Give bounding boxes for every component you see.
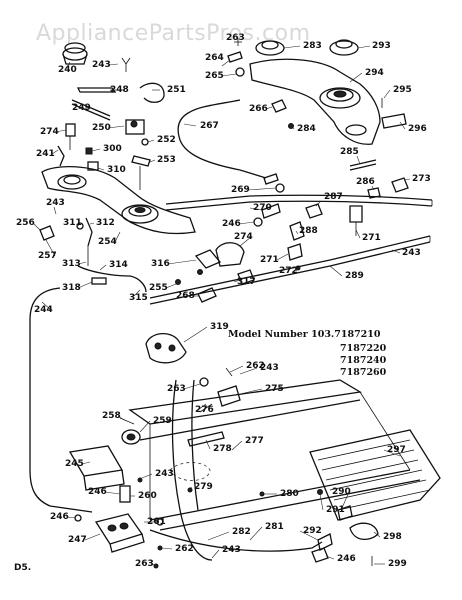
model-number-alt: 7187260 <box>340 367 387 378</box>
part-label-246: 246 <box>337 554 356 564</box>
part-label-289: 289 <box>345 271 364 281</box>
part-label-246: 246 <box>222 219 241 229</box>
upper-left-burner-assembly <box>39 42 222 303</box>
part-label-247: 247 <box>68 535 87 545</box>
part-label-268: 268 <box>176 291 195 301</box>
part-label-288: 288 <box>299 226 318 236</box>
gas-manifold-rail <box>149 194 433 305</box>
part-label-243: 243 <box>222 545 241 555</box>
part-label-310: 310 <box>107 165 126 175</box>
part-label-259: 259 <box>153 416 172 426</box>
part-label-244: 244 <box>34 305 53 315</box>
part-label-271: 271 <box>260 255 279 265</box>
part-label-290: 290 <box>332 487 351 497</box>
part-label-264: 264 <box>205 53 224 63</box>
part-label-263: 263 <box>167 384 186 394</box>
part-label-262: 262 <box>175 544 194 554</box>
part-label-241: 241 <box>36 149 55 159</box>
part-label-293: 293 <box>372 41 391 51</box>
part-label-284: 284 <box>297 124 316 134</box>
part-label-254: 254 <box>98 237 117 247</box>
part-label-251: 251 <box>167 85 186 95</box>
part-label-282: 282 <box>232 527 251 537</box>
part-label-260: 260 <box>138 491 157 501</box>
part-label-295: 295 <box>393 85 412 95</box>
part-label-243: 243 <box>260 363 279 373</box>
part-label-243: 243 <box>46 198 65 208</box>
part-label-276: 276 <box>195 405 214 415</box>
part-label-296: 296 <box>408 124 427 134</box>
part-label-313: 313 <box>62 259 81 269</box>
part-label-286: 286 <box>356 177 375 187</box>
part-label-266: 266 <box>249 104 268 114</box>
part-label-287: 287 <box>324 192 343 202</box>
part-label-246: 246 <box>50 512 69 522</box>
part-label-298: 298 <box>383 532 402 542</box>
part-label-273: 273 <box>412 174 431 184</box>
part-label-256: 256 <box>16 218 35 228</box>
watermark-text: AppliancePartsPros.com <box>36 21 311 46</box>
part-label-272: 272 <box>279 266 298 276</box>
part-label-297: 297 <box>387 445 406 455</box>
part-label-281: 281 <box>265 522 284 532</box>
part-label-278: 278 <box>213 444 232 454</box>
part-label-299: 299 <box>388 559 407 569</box>
part-label-249: 249 <box>72 103 91 113</box>
part-label-285: 285 <box>340 147 359 157</box>
leader-lines <box>32 45 411 567</box>
part-label-267: 267 <box>200 121 219 131</box>
page-code: D5. <box>14 563 31 573</box>
part-label-280: 280 <box>280 489 299 499</box>
part-label-270: 270 <box>253 203 272 213</box>
part-label-300: 300 <box>103 144 122 154</box>
part-label-312: 312 <box>96 218 115 228</box>
part-label-263: 263 <box>135 559 154 569</box>
part-label-317: 317 <box>237 277 256 287</box>
part-label-240: 240 <box>58 65 77 75</box>
part-label-252: 252 <box>157 135 176 145</box>
part-label-274: 274 <box>40 127 59 137</box>
part-label-294: 294 <box>365 68 384 78</box>
part-label-246: 246 <box>88 487 107 497</box>
lower-oven-assembly <box>68 333 441 569</box>
part-label-292: 292 <box>303 526 322 536</box>
part-label-319: 319 <box>210 322 229 332</box>
model-number-block: Model Number 103.7187210 7187220 7187240… <box>228 329 387 378</box>
gas-supply-tube <box>29 287 93 513</box>
part-label-248: 248 <box>110 85 129 95</box>
part-label-279: 279 <box>194 482 213 492</box>
part-label-243: 243 <box>155 469 174 479</box>
model-number-alt: 7187220 <box>340 343 387 354</box>
part-label-274: 274 <box>234 232 253 242</box>
part-label-255: 255 <box>149 283 168 293</box>
part-label-271: 271 <box>362 233 381 243</box>
part-label-275: 275 <box>265 384 284 394</box>
part-label-245: 245 <box>65 459 84 469</box>
part-label-243: 243 <box>92 60 111 70</box>
part-label-291: 291 <box>326 505 345 515</box>
part-label-316: 316 <box>151 259 170 269</box>
part-label-257: 257 <box>38 251 57 261</box>
part-label-263: 263 <box>226 33 245 43</box>
part-label-258: 258 <box>102 411 121 421</box>
part-label-253: 253 <box>157 155 176 165</box>
part-label-262: 262 <box>246 361 265 371</box>
model-heading: Model Number 103.7187210 <box>228 329 381 340</box>
part-label-261: 261 <box>147 517 166 527</box>
upper-right-burner-assembly <box>177 38 409 285</box>
part-label-318: 318 <box>62 283 81 293</box>
part-label-243: 243 <box>402 248 421 258</box>
part-label-250: 250 <box>92 123 111 133</box>
part-label-277: 277 <box>245 436 264 446</box>
model-number-alt: 7187240 <box>340 355 387 366</box>
part-label-265: 265 <box>205 71 224 81</box>
part-label-314: 314 <box>109 260 128 270</box>
part-label-315: 315 <box>129 293 148 303</box>
part-label-283: 283 <box>303 41 322 51</box>
part-label-311: 311 <box>63 218 82 228</box>
part-label-269: 269 <box>231 185 250 195</box>
